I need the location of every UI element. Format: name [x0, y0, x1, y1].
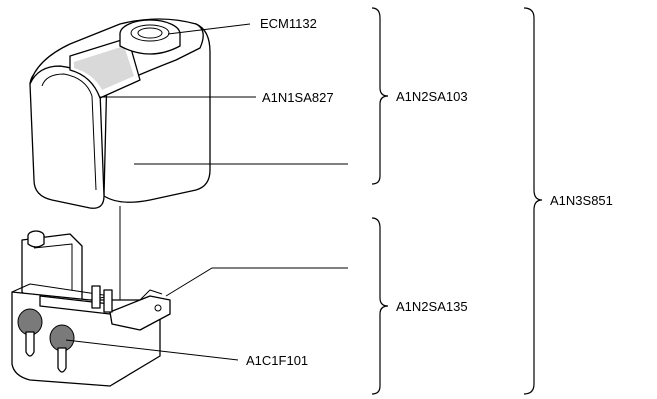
- brace-upper-assembly: [371, 7, 389, 185]
- leader-ecm: [167, 23, 251, 35]
- brace-full-assembly: [523, 7, 543, 395]
- leader-bracket-arm: [165, 267, 348, 297]
- adjustment-knob-left: [17, 308, 43, 357]
- adjustment-knob-right: [49, 324, 75, 373]
- label-a1n1sa827: A1N1SA827: [262, 90, 334, 105]
- label-a1c1f101: A1C1F101: [246, 353, 308, 368]
- leader-lower-part: [65, 339, 239, 361]
- brace-lower-assembly: [371, 217, 389, 395]
- label-a1n2sa135: A1N2SA135: [396, 299, 468, 314]
- lower-bracket-drawing: [11, 230, 171, 387]
- label-a1n2sa103: A1N2SA103: [396, 89, 468, 104]
- upper-housing-drawing: [29, 18, 211, 209]
- label-ecm1132: ECM1132: [260, 16, 317, 31]
- label-a1n3s851: A1N3S851: [550, 193, 613, 208]
